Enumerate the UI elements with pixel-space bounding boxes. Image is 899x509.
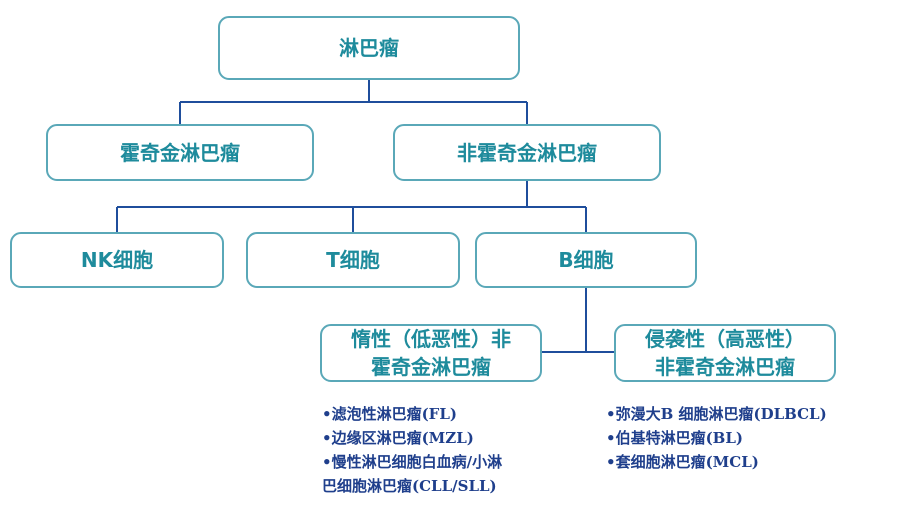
list-item: 巴细胞淋巴瘤(CLL/SLL) (322, 477, 497, 495)
node-non-hodgkin: 非霍奇金淋巴瘤 (393, 124, 661, 181)
node-t-cell-label: T细胞 (326, 248, 380, 272)
node-lymphoma: 淋巴瘤 (218, 16, 520, 80)
node-indolent-nhl: 惰性（低恶性）非 霍奇金淋巴瘤 (320, 324, 542, 382)
list-item: •套细胞淋巴瘤(MCL) (606, 453, 759, 471)
node-non-hodgkin-label: 非霍奇金淋巴瘤 (457, 140, 597, 165)
node-lymphoma-label: 淋巴瘤 (339, 36, 399, 60)
node-t-cell: T细胞 (246, 232, 460, 288)
node-nk-cell: NK细胞 (10, 232, 224, 288)
indolent-subtype-list: •滤泡性淋巴瘤(FL) •边缘区淋巴瘤(MZL) •慢性淋巴细胞白血病/小淋 巴… (322, 402, 502, 498)
list-item: •滤泡性淋巴瘤(FL) (322, 405, 457, 423)
node-b-cell: B细胞 (475, 232, 697, 288)
node-nk-cell-label: NK细胞 (80, 248, 154, 272)
node-indolent-line1: 惰性（低恶性）非 (351, 327, 511, 351)
node-hodgkin: 霍奇金淋巴瘤 (46, 124, 314, 181)
list-item: •边缘区淋巴瘤(MZL) (322, 429, 474, 447)
aggressive-subtype-list: •弥漫大B 细胞淋巴瘤(DLBCL) •伯基特淋巴瘤(BL) •套细胞淋巴瘤(M… (606, 402, 827, 474)
node-aggressive-line2: 非霍奇金淋巴瘤 (655, 355, 795, 379)
node-hodgkin-label: 霍奇金淋巴瘤 (120, 140, 240, 165)
node-indolent-line2: 霍奇金淋巴瘤 (371, 355, 491, 379)
list-item: •慢性淋巴细胞白血病/小淋 (322, 453, 503, 471)
node-b-cell-label: B细胞 (558, 248, 614, 272)
node-aggressive-line1: 侵袭性（高恶性） (645, 327, 805, 351)
list-item: •伯基特淋巴瘤(BL) (606, 429, 744, 447)
list-item: •弥漫大B 细胞淋巴瘤(DLBCL) (606, 405, 827, 423)
node-aggressive-nhl: 侵袭性（高恶性） 非霍奇金淋巴瘤 (614, 324, 836, 382)
